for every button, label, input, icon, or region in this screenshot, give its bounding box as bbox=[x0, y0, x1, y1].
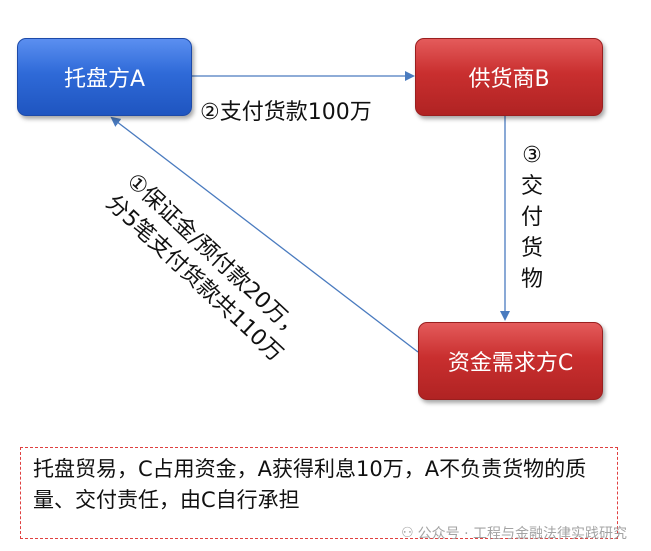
node-a-label: 托盘方A bbox=[63, 67, 146, 92]
node-zijinxuqiufang-c: 资金需求方C bbox=[418, 322, 603, 400]
edge-label-step3: ③交付货物 bbox=[520, 143, 543, 292]
watermark: ⚇ 公众号 · 工程与金融法律实践研究 bbox=[401, 523, 627, 543]
node-c-label: 资金需求方C bbox=[447, 351, 574, 376]
summary-box: 托盘贸易，C占用资金，A获得利息10万，A不负责货物的质量、交付责任，由C自行承… bbox=[20, 447, 618, 539]
wechat-icon: ⚇ bbox=[401, 525, 414, 541]
node-gonghuoshang-b: 供货商B bbox=[415, 38, 603, 116]
arrow-c-to-a bbox=[110, 116, 419, 353]
summary-text: 托盘贸易，C占用资金，A获得利息10万，A不负责货物的质量、交付责任，由C自行承… bbox=[33, 457, 587, 512]
node-b-label: 供货商B bbox=[468, 67, 550, 92]
watermark-text: 公众号 · 工程与金融法律实践研究 bbox=[417, 526, 627, 542]
edge-label-step2: ②支付货款100万 bbox=[200, 100, 372, 125]
node-tuopanfang-a: 托盘方A bbox=[17, 38, 192, 116]
